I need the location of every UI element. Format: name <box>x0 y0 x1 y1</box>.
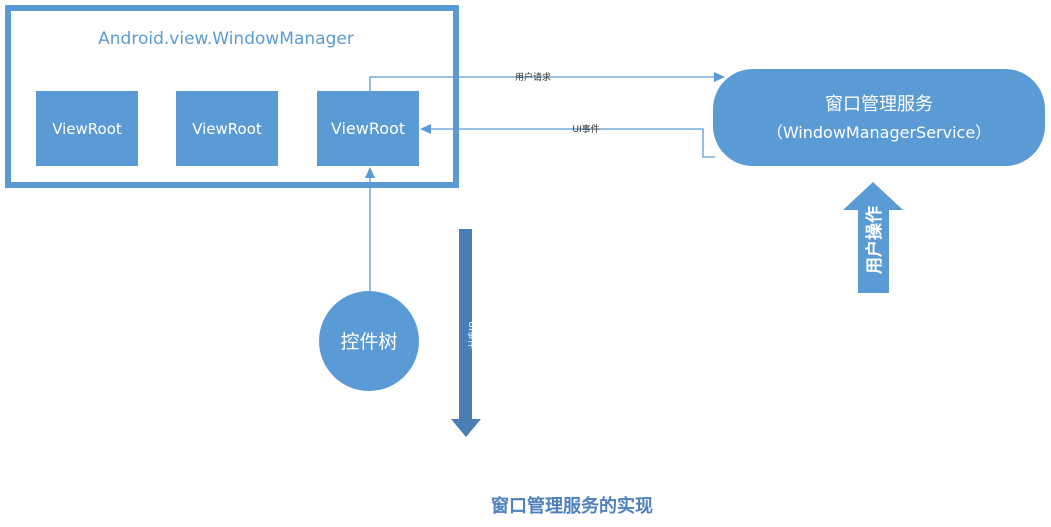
control-tree-arrowhead <box>365 167 375 178</box>
ui-event-connector: UI事件 <box>420 123 715 158</box>
user-operation-arrow-shape <box>843 182 903 293</box>
user-request-label: 用户请求 <box>515 71 551 83</box>
window-manager-title: Android.view.WindowManager <box>98 29 354 49</box>
view-root-2: ViewRoot <box>176 91 278 166</box>
view-root-1: ViewRoot <box>36 91 138 166</box>
view-root-1-label: ViewRoot <box>52 120 122 138</box>
user-operation-arrow: 用户操作 <box>843 182 903 293</box>
user-request-arrowhead <box>714 72 725 82</box>
control-tree-circle <box>319 291 419 391</box>
view-root-2-box <box>176 91 278 166</box>
ui-event-vertical-label: UI事件 <box>466 321 478 348</box>
window-manager-service-box <box>713 69 1045 166</box>
view-root-1-box <box>36 91 138 166</box>
control-tree-connector <box>365 167 375 292</box>
service-name: 窗口管理服务 <box>825 94 933 115</box>
view-root-3-box <box>317 91 419 166</box>
ui-event-line <box>430 128 715 158</box>
ui-event-arrowhead <box>420 124 431 134</box>
user-request-line <box>369 76 715 91</box>
control-tree-label: 控件树 <box>340 331 397 353</box>
control-tree: 控件树 <box>319 291 419 391</box>
diagram-caption: 窗口管理服务的实现 <box>491 495 653 517</box>
service-subtitle: （WindowManagerService） <box>767 123 991 142</box>
window-manager-service: 窗口管理服务 （WindowManagerService） <box>713 69 1045 166</box>
ui-event-vertical-arrow-shape <box>451 229 481 437</box>
user-request-connector: 用户请求 <box>369 71 725 91</box>
user-operation-label: 用户操作 <box>864 206 885 274</box>
view-root-3-label: ViewRoot <box>331 119 405 138</box>
view-root-2-label: ViewRoot <box>192 120 262 138</box>
ui-event-vertical-arrow: UI事件 <box>451 229 481 437</box>
ui-event-label: UI事件 <box>572 123 599 135</box>
view-root-3: ViewRoot <box>317 91 419 166</box>
